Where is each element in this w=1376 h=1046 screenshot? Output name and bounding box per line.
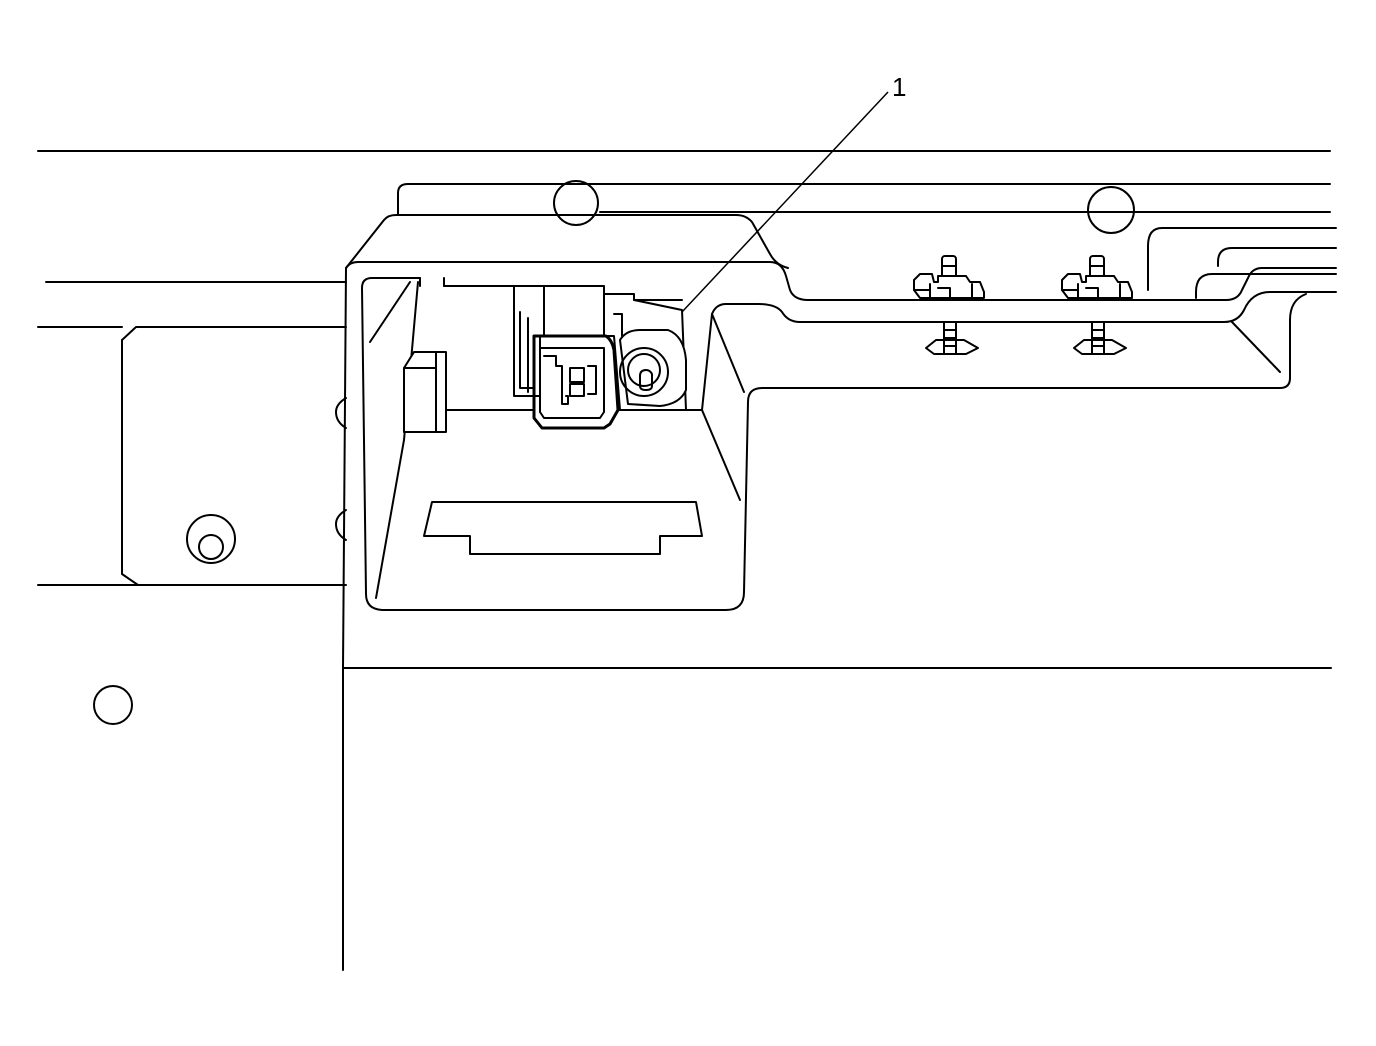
housing xyxy=(345,214,1337,611)
callout-1: 1 xyxy=(681,72,906,313)
electrical-connector xyxy=(532,334,620,430)
panel-hole-lower-left xyxy=(93,685,133,725)
callout-label: 1 xyxy=(892,72,906,102)
sensor-ring xyxy=(627,353,661,387)
sensor-face xyxy=(619,347,669,397)
side-block xyxy=(403,351,447,433)
rail-hole-right xyxy=(1087,186,1135,234)
connector-terminal-upper xyxy=(569,367,585,383)
callout-leader-line xyxy=(681,91,889,313)
rail-hole-left xyxy=(553,180,599,226)
sensor-stem xyxy=(639,369,653,391)
upper-rail xyxy=(37,150,1331,234)
slot-cutout xyxy=(423,501,703,555)
fastener-left xyxy=(913,255,985,355)
connector-terminal-lower xyxy=(569,383,585,397)
bracket-hole-outer xyxy=(186,514,236,564)
left-bracket xyxy=(37,281,347,586)
connector-assembly xyxy=(513,285,687,430)
fastener-right xyxy=(1061,255,1133,355)
main-panel xyxy=(342,267,1332,971)
bracket-hole-inner xyxy=(198,534,224,560)
